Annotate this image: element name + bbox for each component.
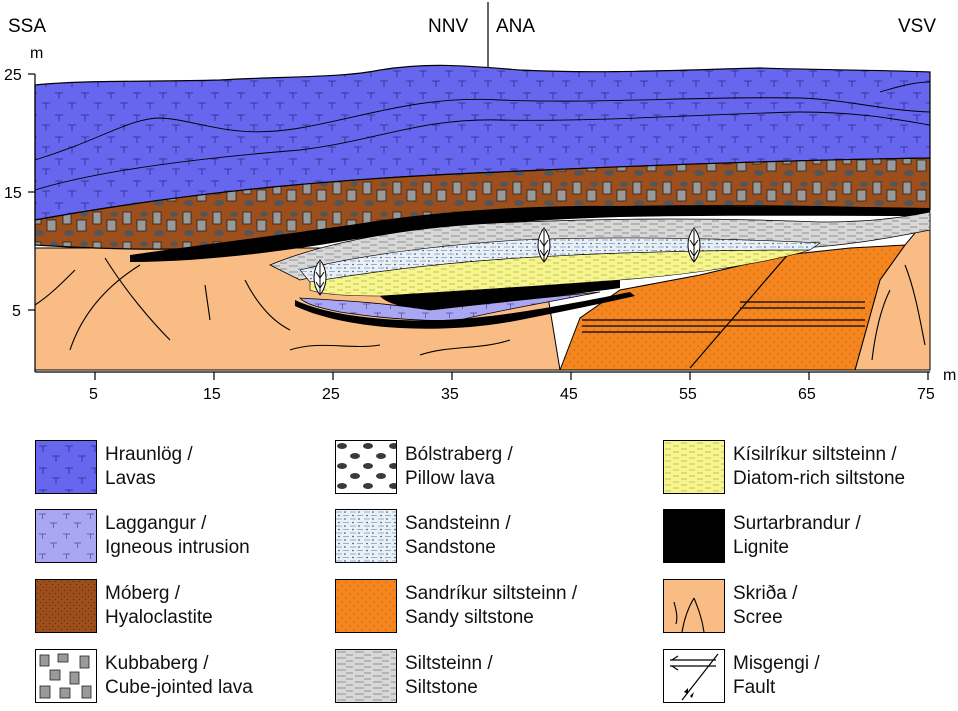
legend-siltstone-line1: Siltsteinn / [405,653,493,674]
sandstone-swatch [335,509,397,563]
direction-ana: ANA [496,16,535,37]
x-axis [35,371,930,380]
x-tick-55: 55 [679,386,697,403]
legend-intrusion-line1: Laggangur / [105,513,207,534]
legend-scree-line1: Skriða / [733,583,798,604]
geological-cross-section: SSA NNV ANA VSV [4,2,956,403]
scree-marks [34,257,926,361]
direction-vsv: VSV [898,16,936,37]
x-tick-15: 15 [203,386,221,403]
lignite-swatch [663,509,725,563]
x-axis-unit: m [943,367,956,384]
x-tick-65: 65 [798,386,816,403]
legend-lignite-line2: Lignite [733,537,789,558]
leaf-fossil-icons [313,227,701,296]
legend-intrusion-line2: Igneous intrusion [105,537,250,558]
legend-hyaloclastite-line1: Móberg / [105,583,180,604]
direction-nnv: NNV [428,16,468,37]
legend-cube-line1: Kubbaberg / [105,653,209,674]
legend-pillow-line1: Bólstraberg / [405,444,513,465]
fault-lines [582,251,865,369]
y-axis [28,73,36,372]
legend-lavas-line2: Lavas [105,468,156,489]
direction-ssa: SSA [8,16,46,37]
x-tick-25: 25 [322,386,340,403]
cube-swatch [35,649,97,703]
x-tick-35: 35 [441,386,459,403]
legend-hyaloclastite-line2: Hyaloclastite [105,607,213,628]
legend-lavas-line1: Hraunlög / [105,444,193,465]
legend: Hraunlög / Lavas Bólstraberg / Pillow lava… [0,411,958,711]
legend-siltstone-line2: Siltstone [405,677,478,698]
lavas-swatch [35,440,97,494]
lignite-lower [380,280,620,310]
legend-cube-line2: Cube-jointed lava [105,677,253,698]
y-axis-unit: m [30,45,43,62]
legend-sandstone-line2: Sandstone [405,537,496,558]
legend-sandstone-line1: Sandsteinn / [405,513,511,534]
sandy-swatch [335,579,397,633]
diatom-swatch [663,440,725,494]
x-tick-5: 5 [89,386,98,403]
legend-scree-line2: Scree [733,607,783,628]
siltstone-swatch [335,649,397,703]
lignite-upper [130,205,930,262]
intrusion-layer [299,291,601,321]
legend-sandy-line2: Sandy siltstone [405,607,534,628]
legend-lignite-line1: Surtarbrandur / [733,513,861,534]
legend-diatom-line1: Kísilríkur siltsteinn / [733,444,897,465]
fault-swatch [663,649,725,703]
legend-pillow-line2: Pillow lava [405,468,495,489]
lava-flow-boundaries [34,81,931,191]
y-tick-25: 25 [4,67,22,84]
legend-fault-line2: Fault [733,677,776,698]
legend-diatom-line2: Diatom-rich siltstone [733,468,906,489]
lignite-base [295,292,635,329]
y-tick-15: 15 [4,185,22,202]
diatom-siltstone-layer [309,249,811,297]
legend-sandy-line1: Sandríkur siltsteinn / [405,583,578,604]
y-tick-5: 5 [12,303,21,320]
pillow-swatch [335,440,397,494]
sandy-siltstone-layer [559,244,907,371]
scree-swatch [663,579,725,633]
legend-fault-line1: Misgengi / [733,653,820,674]
intrusion-swatch [35,509,97,563]
x-tick-75: 75 [917,386,935,403]
x-tick-45: 45 [560,386,578,403]
hyaloclastite-swatch [35,579,97,633]
